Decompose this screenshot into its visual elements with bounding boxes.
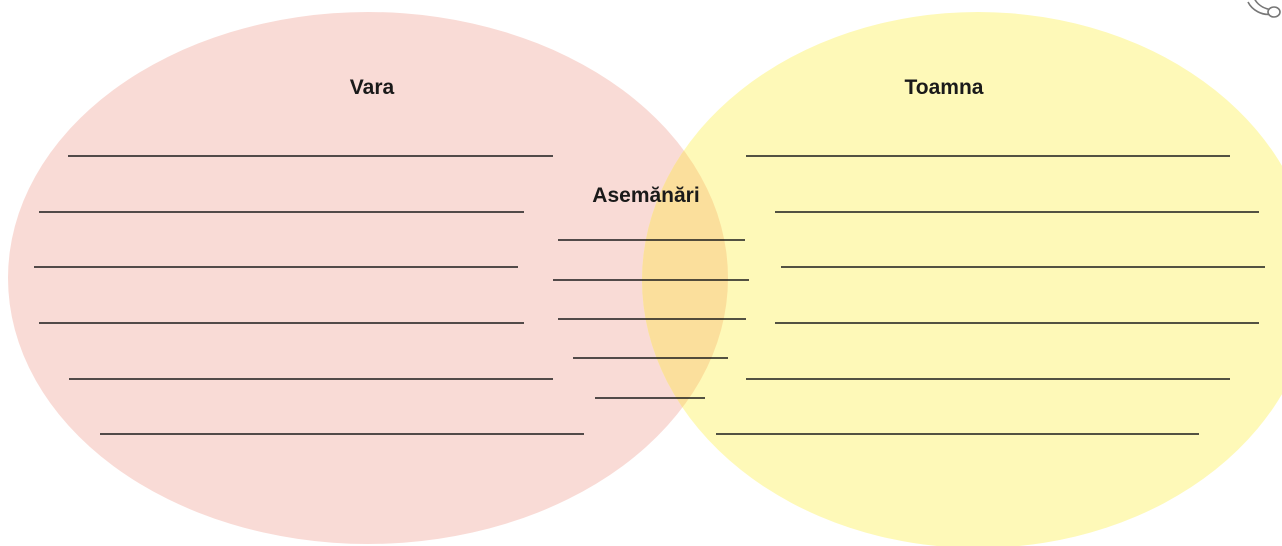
right-set-ellipse bbox=[642, 12, 1282, 546]
left-set-label: Vara bbox=[350, 76, 395, 99]
paperclip-icon bbox=[1247, 0, 1281, 18]
right-set-label: Toamna bbox=[905, 76, 984, 99]
intersection-label: Asemănări bbox=[592, 184, 699, 207]
left-set-ellipse bbox=[8, 12, 728, 544]
